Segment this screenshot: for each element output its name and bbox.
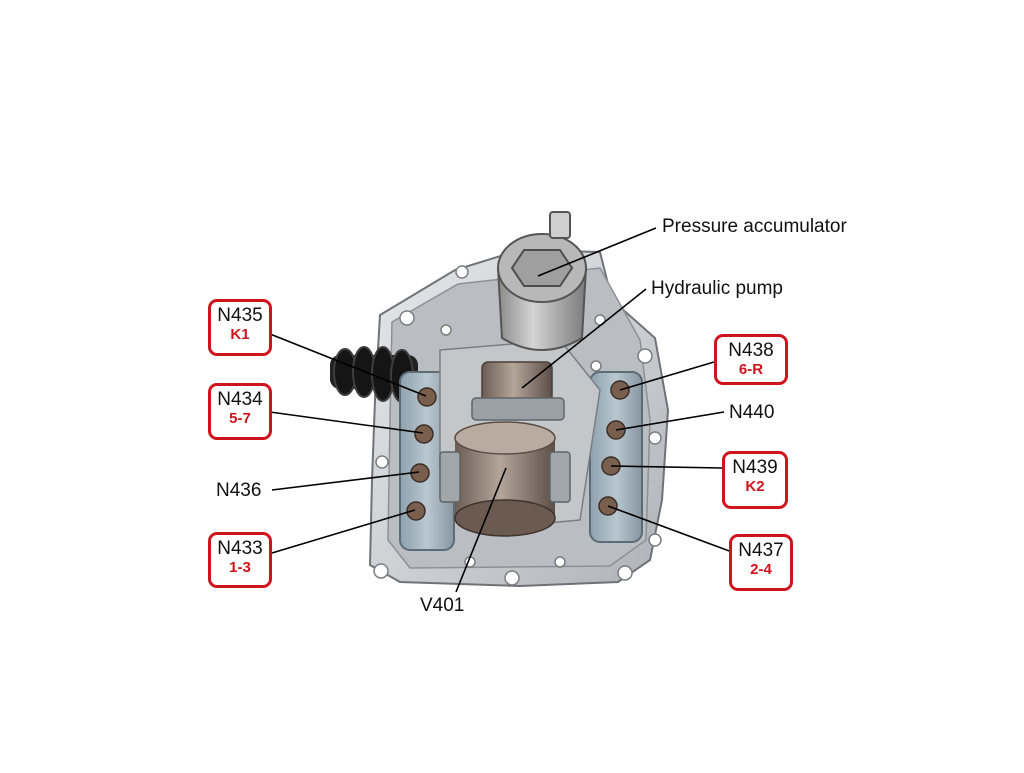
valve-gear-n438: 6-R xyxy=(738,361,764,378)
leader-n433 xyxy=(271,509,416,554)
valve-code-n433: N433 xyxy=(217,538,263,559)
leader-n438 xyxy=(619,361,715,391)
label-hydraulic-pump: Hydraulic pump xyxy=(651,278,783,299)
label-pressure-accumulator: Pressure accumulator xyxy=(662,216,847,237)
leader-hydraulic-pump xyxy=(521,288,647,389)
hydraulic-pump xyxy=(471,361,565,421)
leader-pressure-accumulator xyxy=(537,227,657,277)
valve-box-n439: N439 K2 xyxy=(722,451,788,509)
leader-n439 xyxy=(610,465,723,469)
leader-n437 xyxy=(607,505,733,553)
valve-gear-n437: 2-4 xyxy=(750,561,772,578)
leader-n436 xyxy=(271,471,420,491)
label-v401: V401 xyxy=(420,595,465,616)
pressure-accumulator xyxy=(496,211,588,351)
valve-box-n438: N438 6-R xyxy=(714,334,788,385)
label-n436: N436 xyxy=(216,480,262,501)
valve-gear-n434: 5-7 xyxy=(229,410,251,427)
motor-v401 xyxy=(439,421,571,537)
valve-box-n437: N437 2-4 xyxy=(729,534,793,591)
valve-box-n435: N435 K1 xyxy=(208,299,272,356)
valve-code-n437: N437 xyxy=(738,540,784,561)
leader-n435 xyxy=(269,333,427,397)
leader-n434 xyxy=(269,411,424,434)
valve-code-n434: N434 xyxy=(217,389,263,410)
valve-gear-n435: K1 xyxy=(230,326,250,343)
valve-code-n438: N438 xyxy=(728,340,774,361)
leader-v401 xyxy=(455,467,507,593)
valve-code-n435: N435 xyxy=(217,305,263,326)
valve-gear-n433: 1-3 xyxy=(229,559,251,576)
leader-n440 xyxy=(615,411,725,431)
valve-gear-n439: K2 xyxy=(745,478,765,495)
leader-lines xyxy=(269,227,733,593)
label-n440: N440 xyxy=(729,402,775,423)
valve-box-n433: N433 1-3 xyxy=(208,532,272,588)
valve-box-n434: N434 5-7 xyxy=(208,383,272,440)
valve-code-n439: N439 xyxy=(732,457,778,478)
